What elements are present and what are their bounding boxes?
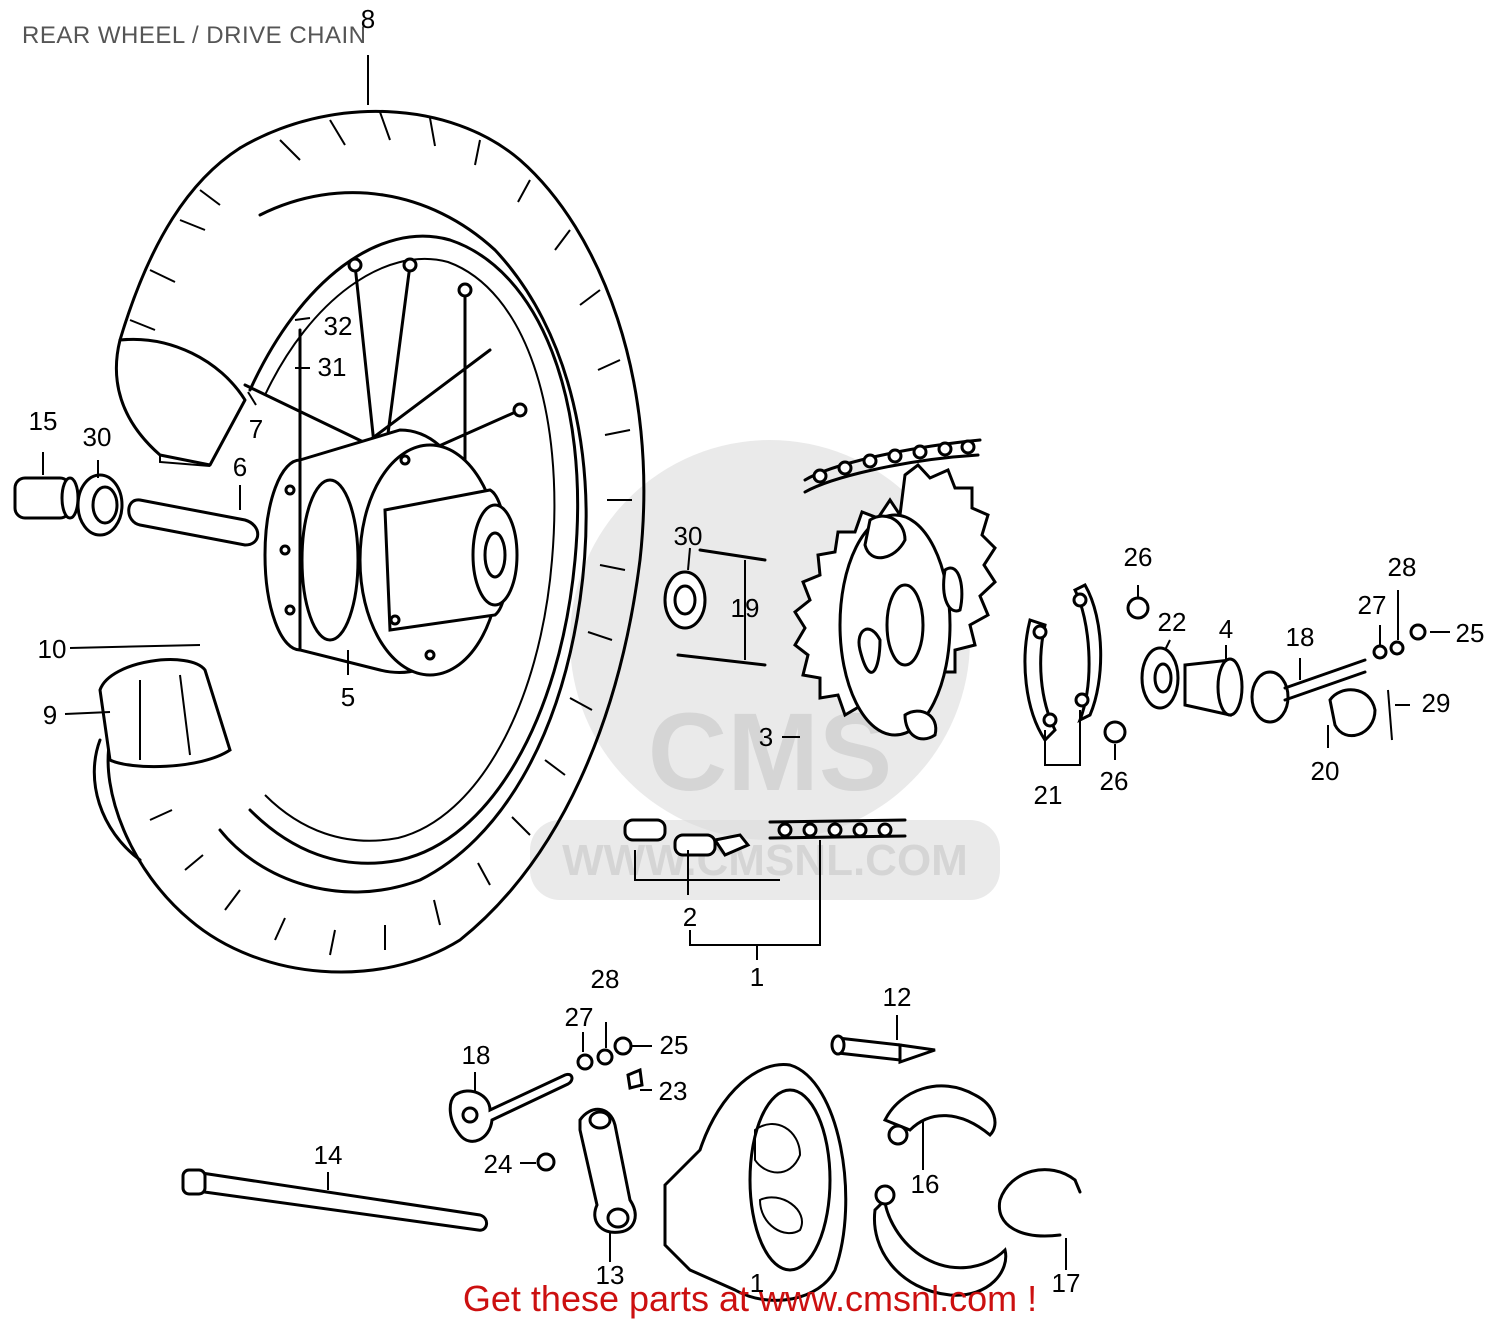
callout-26-bottom: 26 <box>1100 766 1129 796</box>
callout-5: 5 <box>341 682 355 712</box>
rear-axle <box>181 1168 488 1232</box>
brake-shoes-right <box>1023 583 1103 743</box>
callout-22: 22 <box>1158 607 1187 637</box>
callout-16: 16 <box>911 1169 940 1199</box>
callout-25-lower: 25 <box>660 1030 689 1060</box>
axle-side-parts-right <box>1103 596 1427 744</box>
callout-6: 6 <box>233 452 247 482</box>
callout-12: 12 <box>883 982 912 1012</box>
callout-26-top: 26 <box>1124 542 1153 572</box>
callout-30-left: 30 <box>83 422 112 452</box>
callout-28-right: 28 <box>1388 552 1417 582</box>
page-title: REAR WHEEL / DRIVE CHAIN <box>22 22 367 49</box>
brake-shoe-spring <box>997 1168 1082 1238</box>
brake-shoes-lower <box>872 1084 1008 1297</box>
sprocket-side-bearing <box>663 548 767 667</box>
leader-lines <box>42 55 1450 1270</box>
brake-panel <box>663 1062 848 1302</box>
callout-1-lower: 1 <box>750 1268 764 1298</box>
drive-chain-top <box>803 438 982 494</box>
footer-link-text[interactable]: Get these parts at www.cmsnl.com ! <box>462 1278 1038 1319</box>
callout-1: 1 <box>750 962 764 992</box>
tube-and-rim-band <box>92 658 232 862</box>
callout-30-mid: 30 <box>674 521 703 551</box>
callout-13: 13 <box>596 1260 625 1290</box>
callout-20: 20 <box>1311 756 1340 786</box>
adjuster-plate-lower <box>448 1072 574 1143</box>
callout-27-right: 27 <box>1358 590 1387 620</box>
callout-10: 10 <box>38 634 67 664</box>
callout-9: 9 <box>43 700 57 730</box>
callout-25-right: 25 <box>1456 618 1485 648</box>
callout-21: 21 <box>1034 780 1063 810</box>
rear-hub <box>263 428 519 677</box>
brake-cam <box>830 1034 936 1065</box>
callout-15: 15 <box>29 406 58 436</box>
callout-24: 24 <box>484 1149 513 1179</box>
callout-18-lower: 18 <box>462 1040 491 1070</box>
chain-joint-and-chain <box>623 818 907 857</box>
callout-19: 19 <box>731 593 760 623</box>
callout-7: 7 <box>249 414 263 444</box>
callout-23: 23 <box>659 1076 688 1106</box>
small-hardware-lower <box>536 1036 644 1172</box>
callout-14: 14 <box>314 1140 343 1170</box>
rear-rim <box>248 234 580 865</box>
callout-27-lower: 27 <box>565 1002 594 1032</box>
callout-labels: 8 32 31 7 15 30 6 10 9 5 30 19 3 2 1 26 … <box>29 4 1485 1298</box>
callout-17: 17 <box>1052 1268 1081 1298</box>
callout-28-lower: 28 <box>591 964 620 994</box>
watermark-url-text: WWW.CMSNL.COM <box>562 836 968 885</box>
rear-tire <box>106 109 646 974</box>
callout-18-right: 18 <box>1286 622 1315 652</box>
callout-29: 29 <box>1422 688 1451 718</box>
callout-3: 3 <box>759 722 773 752</box>
callout-4: 4 <box>1219 614 1233 644</box>
callout-32: 32 <box>324 311 353 341</box>
brake-arm <box>578 1107 637 1234</box>
driven-sprocket <box>793 462 997 741</box>
callout-31: 31 <box>318 352 347 382</box>
callout-2: 2 <box>683 902 697 932</box>
left-hub-parts <box>13 473 260 547</box>
callout-8: 8 <box>361 4 375 34</box>
